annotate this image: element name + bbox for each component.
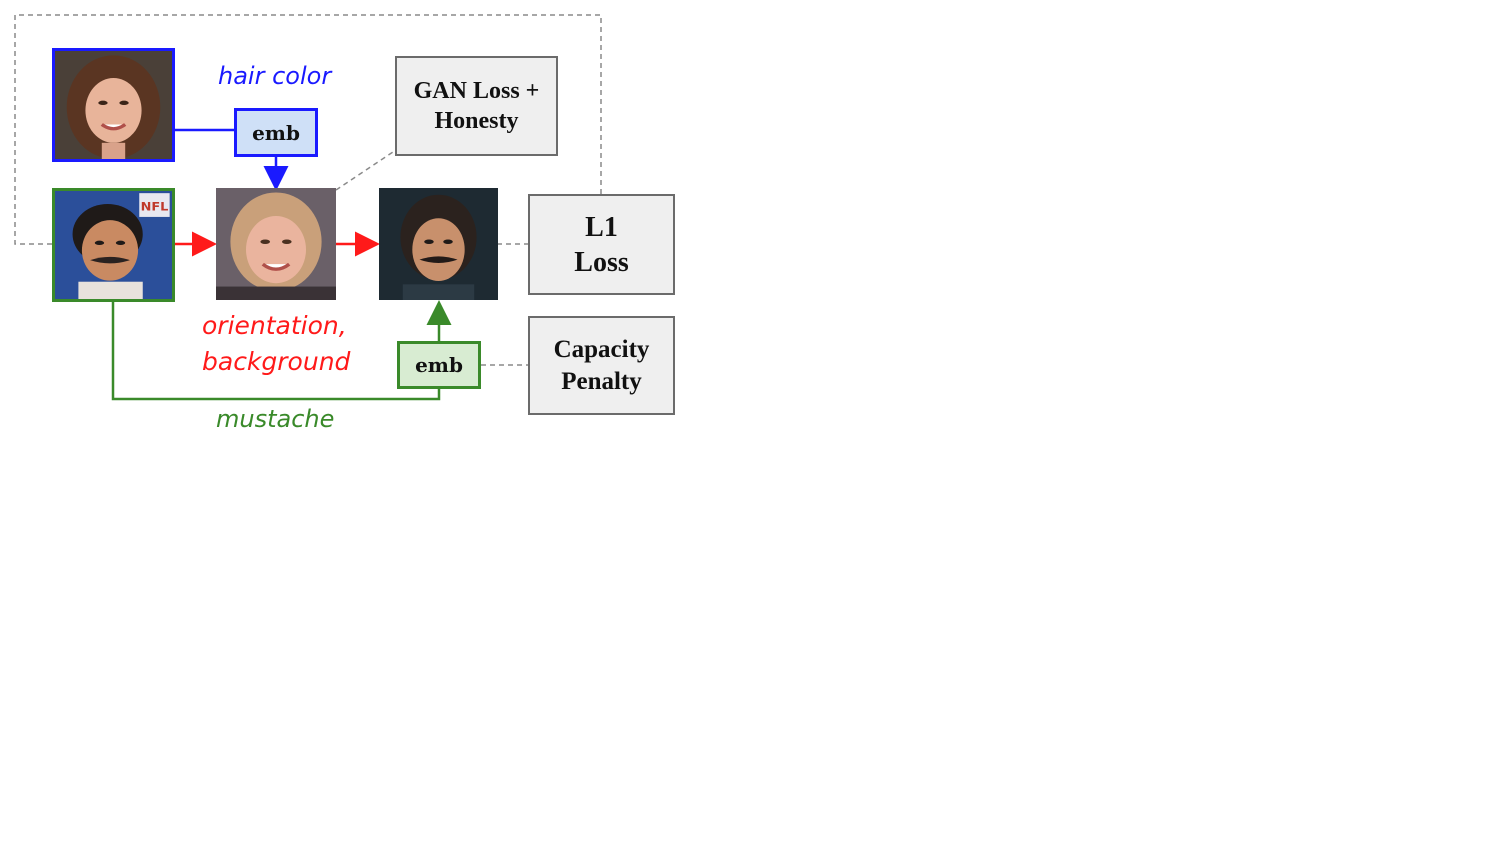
orientation-label: orientation, [202,311,347,340]
intermediate-face-image [216,188,336,300]
capacity-penalty-line2: Penalty [561,367,642,395]
dashed-reconstruction-loop [14,14,602,245]
gan-loss-honesty-box: GAN Loss + Honesty [395,56,558,156]
l1-loss-box: L1 Loss [528,194,675,295]
mustache-label: mustache [216,405,335,433]
mustache-emb-box: emb [397,341,481,389]
background-label: background [202,347,351,376]
nfl-logo-text: NFL [141,200,169,213]
base-input-face-image: NFL [52,188,175,302]
l1-loss-line2: Loss [574,246,629,278]
green-line-input-to-emb [111,301,441,401]
hair-emb-box: emb [234,108,318,157]
l1-loss-line1: L1 [585,211,618,243]
gan-loss-line1: GAN Loss + [413,78,540,104]
capacity-penalty-box: Capacity Penalty [528,316,675,415]
gan-loss-line2: Honesty [434,108,519,134]
capacity-penalty-line1: Capacity [553,336,650,364]
output-face-image [379,188,498,300]
dashed-intermediate-to-gan [335,149,397,191]
hair-source-face-image [52,48,175,162]
hair-color-label: hair color [218,62,332,90]
